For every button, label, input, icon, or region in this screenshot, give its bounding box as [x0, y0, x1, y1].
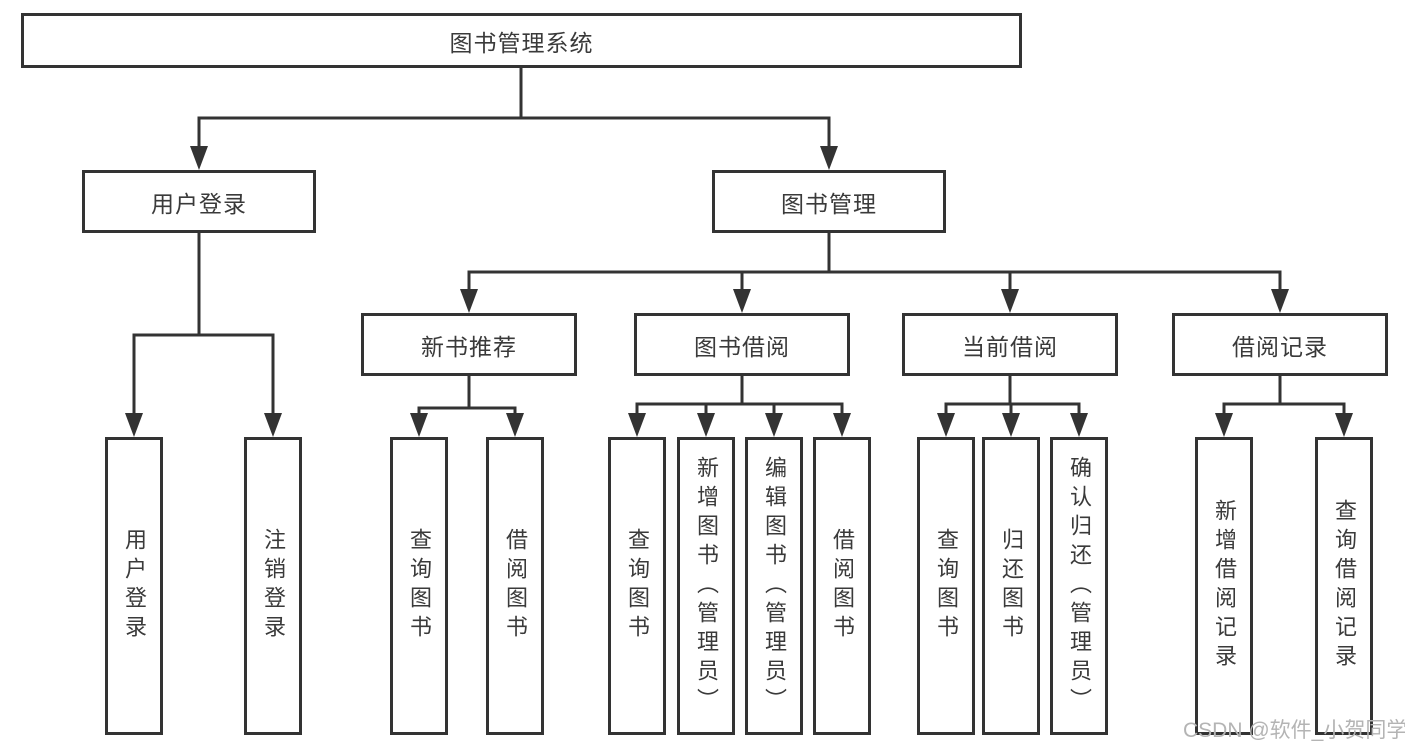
arrowhead	[765, 413, 783, 437]
node-recommend-borrow-books: 借阅图书	[486, 437, 544, 735]
node-records-query-record: 查询借阅记录	[1315, 437, 1373, 735]
arrowhead	[1335, 413, 1353, 437]
node-current-query-books: 查询图书	[917, 437, 975, 735]
node-login-logout: 注销登录	[244, 437, 302, 735]
arrowhead	[460, 289, 478, 313]
watermark: CSDN @软件_小贺同学	[1183, 719, 1405, 742]
node-borrow-borrow-books: 借阅图书	[813, 437, 871, 735]
arrowhead	[190, 146, 208, 170]
arrowhead	[1002, 413, 1020, 437]
arrowhead	[1215, 413, 1233, 437]
node-current-confirm-return-admin: 确认归还（管理员）	[1050, 437, 1108, 735]
node-manage-label: 图书管理	[781, 190, 877, 217]
arrowhead	[264, 413, 282, 437]
node-root-label: 图书管理系统	[449, 29, 594, 56]
arrowhead	[506, 413, 524, 437]
node-current-return-books: 归还图书	[982, 437, 1040, 735]
arrowhead	[410, 413, 428, 437]
node-login-label: 用户登录	[151, 190, 247, 217]
arrowhead	[820, 146, 838, 170]
arrowhead	[125, 413, 143, 437]
arrowhead	[697, 413, 715, 437]
node-borrow-add-books-admin: 新增图书（管理员）	[677, 437, 735, 735]
arrowhead	[1070, 413, 1088, 437]
node-borrow: 图书借阅	[634, 313, 850, 376]
node-root: 图书管理系统	[21, 13, 1022, 68]
node-current-label: 当前借阅	[962, 333, 1058, 360]
node-records-add-record: 新增借阅记录	[1195, 437, 1253, 735]
node-login: 用户登录	[82, 170, 316, 233]
node-recommend-label: 新书推荐	[421, 333, 517, 360]
node-manage: 图书管理	[712, 170, 946, 233]
node-borrow-query-books: 查询图书	[608, 437, 666, 735]
node-borrow-edit-books-admin: 编辑图书（管理员）	[745, 437, 803, 735]
node-borrow-label: 图书借阅	[694, 333, 790, 360]
arrowhead	[628, 413, 646, 437]
node-current: 当前借阅	[902, 313, 1118, 376]
arrowhead	[1271, 289, 1289, 313]
node-recommend: 新书推荐	[361, 313, 577, 376]
arrowhead	[833, 413, 851, 437]
arrowhead	[733, 289, 751, 313]
arrowhead	[1001, 289, 1019, 313]
node-records-label: 借阅记录	[1232, 333, 1328, 360]
node-records: 借阅记录	[1172, 313, 1388, 376]
node-recommend-query-books: 查询图书	[390, 437, 448, 735]
arrowhead	[937, 413, 955, 437]
node-login-user-login: 用户登录	[105, 437, 163, 735]
